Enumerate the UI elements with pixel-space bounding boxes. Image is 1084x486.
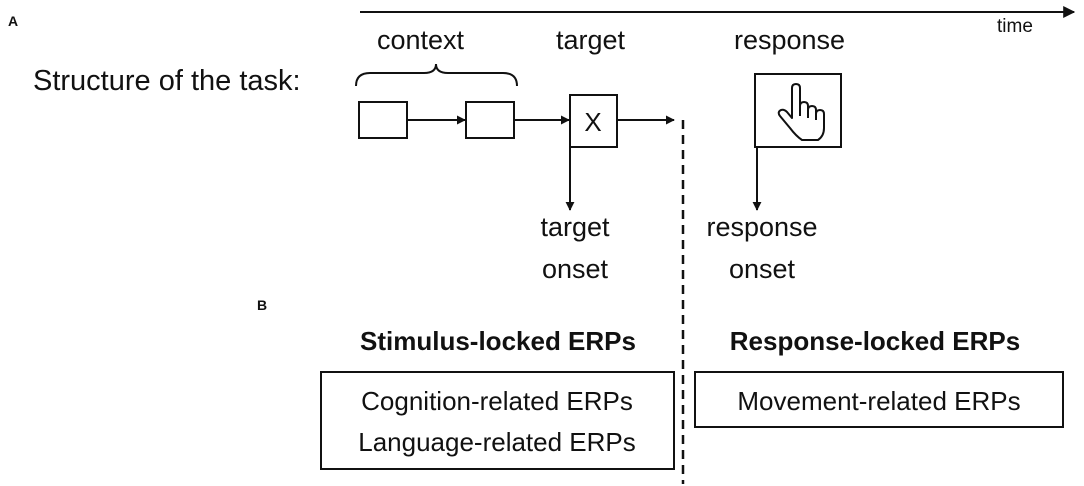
target-box	[569, 94, 618, 148]
context-label: context	[377, 25, 465, 55]
time-label: time	[997, 16, 1033, 37]
stimulus-locked-box	[320, 371, 675, 470]
stimulus-locked-title: Stimulus-locked ERPs	[360, 326, 636, 356]
target-onset-line1: target	[540, 212, 610, 242]
stimulus-item-language: Language-related ERPs	[358, 427, 636, 457]
target-onset-line2: onset	[542, 254, 609, 284]
response-onset-line1: response	[706, 212, 817, 242]
context-brace	[355, 63, 518, 87]
response-onset-line2: onset	[729, 254, 796, 284]
response-locked-box	[694, 371, 1064, 428]
panel-a-label: A	[8, 13, 18, 29]
pointing-hand-icon	[777, 83, 825, 141]
panel-b-label: B	[257, 297, 267, 313]
stimulus-item-cognition: Cognition-related ERPs	[361, 386, 633, 416]
context-box-2	[465, 101, 515, 139]
structure-label: Structure of the task:	[33, 65, 301, 97]
response-locked-title: Response-locked ERPs	[730, 326, 1020, 356]
response-label: response	[734, 25, 845, 55]
response-item-movement: Movement-related ERPs	[737, 386, 1020, 416]
target-symbol: X	[584, 107, 601, 137]
context-box-1	[358, 101, 408, 139]
target-label: target	[556, 25, 626, 55]
